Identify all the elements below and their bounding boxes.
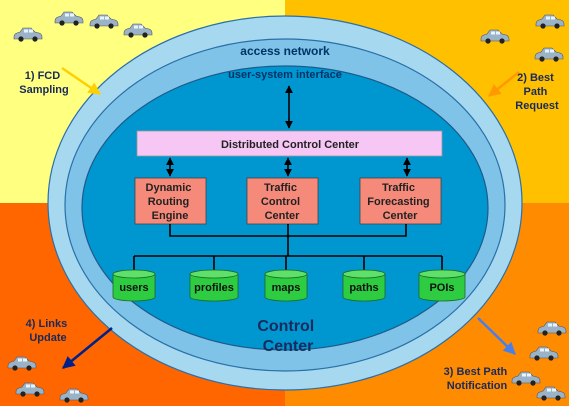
- control-center-title-line-2: Center: [263, 338, 314, 355]
- routing-engine-line-3: Engine: [152, 210, 189, 222]
- db-pois: POIs: [418, 269, 466, 302]
- best-path-request-label: 2) Best Path Request: [515, 72, 559, 112]
- routing-engine-line-1: Dynamic: [146, 182, 192, 194]
- best-path-request-line-3: Request: [515, 100, 559, 112]
- best-path-request-line-2: Path: [524, 86, 548, 98]
- control-center-title-line-1: Control: [257, 318, 314, 335]
- traffic-control-line-3: Center: [265, 210, 301, 222]
- best-path-notification-label: 3) Best Path Notification: [444, 366, 511, 392]
- control-center-title: Control Center: [257, 318, 318, 355]
- fcd-sampling-arrow: [61, 66, 102, 96]
- best-path-notification-arrow: [477, 317, 516, 355]
- best-path-request-arrow: [488, 71, 520, 97]
- routing-engine-line-2: Routing: [148, 196, 190, 208]
- best-path-notification-line-2: Notification: [447, 380, 508, 392]
- links-update-line-1: 4) Links: [26, 318, 68, 330]
- distributed-control-center-label: Distributed Control Center: [221, 139, 360, 151]
- db-maps-label: maps: [272, 282, 301, 294]
- best-path-request-line-1: 2) Best: [517, 72, 554, 84]
- db-profiles: profiles: [189, 269, 239, 302]
- links-update-arrow: [62, 327, 113, 369]
- database-bus: [133, 224, 443, 270]
- db-users-label: users: [119, 282, 148, 294]
- traffic-forecasting-line-2: Forecasting: [367, 196, 429, 208]
- distributed-control-center-box: [136, 130, 443, 157]
- routing-engine-label: Dynamic Routing Engine: [146, 182, 195, 222]
- links-update-label: 4) Links Update: [26, 318, 71, 344]
- fcd-sampling-line-1: 1) FCD: [25, 70, 61, 82]
- db-paths: paths: [342, 269, 386, 302]
- best-path-notification-line-1: 3) Best Path: [444, 366, 508, 378]
- db-users: users: [112, 269, 156, 302]
- traffic-forecasting-center-box: [359, 177, 442, 225]
- db-paths-label: paths: [349, 282, 378, 294]
- traffic-control-center-box: [246, 177, 319, 225]
- links-update-line-2: Update: [29, 332, 66, 344]
- traffic-control-line-1: Traffic: [264, 182, 297, 194]
- traffic-forecasting-line-3: Center: [383, 210, 419, 222]
- fcd-sampling-label: 1) FCD Sampling: [19, 70, 69, 96]
- db-profiles-label: profiles: [194, 282, 234, 294]
- user-system-interface-label: user-system interface: [228, 69, 342, 81]
- db-maps: maps: [264, 269, 308, 302]
- db-pois-label: POIs: [429, 282, 454, 294]
- access-network-label: access network: [240, 44, 330, 58]
- traffic-forecasting-center-label: Traffic Forecasting Center: [367, 182, 432, 222]
- traffic-forecasting-line-1: Traffic: [382, 182, 415, 194]
- traffic-control-center-label: Traffic Control Center: [261, 182, 303, 222]
- traffic-control-line-2: Control: [261, 196, 300, 208]
- fcd-sampling-line-2: Sampling: [19, 84, 69, 96]
